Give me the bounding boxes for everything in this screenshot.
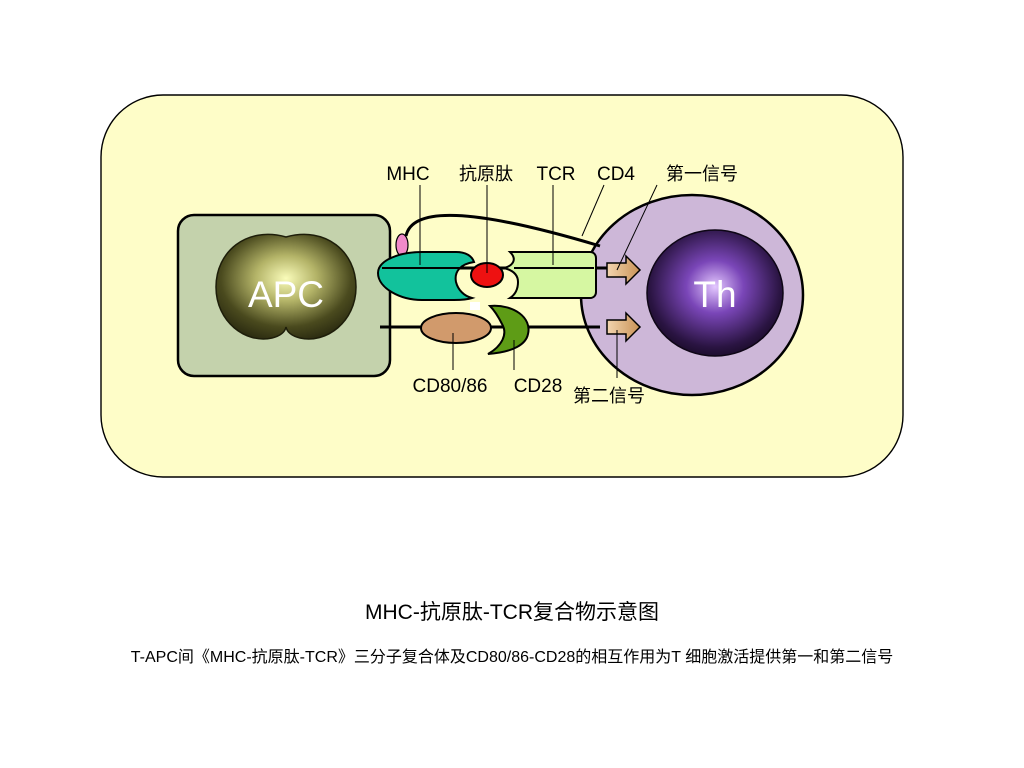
second-signal-arrow	[606, 311, 642, 343]
th-label: Th	[693, 274, 736, 315]
caption-description: T-APC间《MHC-抗原肽-TCR》三分子复合体及CD80/86-CD28的相…	[130, 649, 894, 666]
second-signal-label: 第二信号	[573, 386, 645, 407]
cd80-86-label: CD80/86	[413, 376, 488, 397]
cd4-label: CD4	[597, 164, 635, 185]
caption-title: MHC-抗原肽-TCR复合物示意图	[365, 601, 659, 624]
th-nucleus	[646, 229, 784, 357]
first-signal-label: 第一信号	[666, 164, 738, 185]
apc-nucleus	[215, 233, 357, 340]
tcr-molecule	[503, 251, 597, 299]
tcr-label: TCR	[536, 164, 575, 185]
cd28-label: CD28	[514, 376, 563, 397]
antigen-peptide-label: 抗原肽	[459, 164, 513, 185]
mhc-label: MHC	[386, 164, 429, 185]
cd80-86-molecule	[420, 312, 492, 344]
cd28-molecule	[487, 304, 530, 355]
mhc-molecule	[376, 251, 476, 301]
first-signal-arrow	[606, 254, 642, 286]
apc-label: APC	[248, 274, 324, 315]
cd4-arc	[404, 213, 601, 248]
